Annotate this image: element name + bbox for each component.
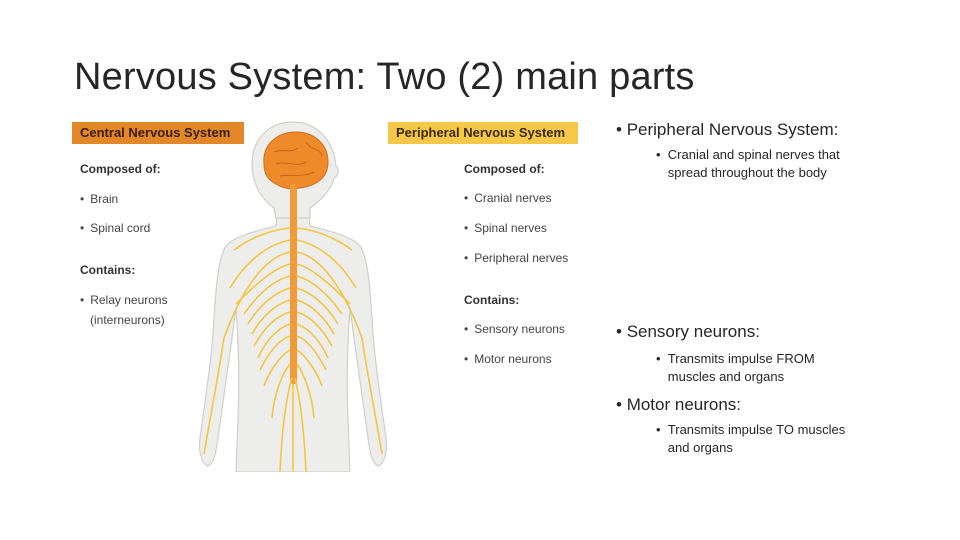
- cns-item-relay-neurons: •Relay neurons: [80, 293, 168, 307]
- pns-item-peripheral-nerves: •Peripheral nerves: [464, 251, 569, 265]
- spinal-cord: [290, 184, 297, 384]
- cns-item-spinal-cord: •Spinal cord: [80, 221, 151, 235]
- cns-header: Central Nervous System: [72, 122, 244, 144]
- pns-item-cranial-nerves: •Cranial nerves: [464, 191, 552, 205]
- bullet-sensory-neurons: • Sensory neurons:: [616, 322, 760, 341]
- pns-contains-label: Contains:: [464, 293, 520, 307]
- spinal-nerves: [203, 227, 383, 472]
- brain: [263, 131, 329, 190]
- cns-composed-label: Composed of:: [80, 162, 161, 176]
- pns-item-spinal-nerves: •Spinal nerves: [464, 221, 547, 235]
- pns-item-motor-neurons: •Motor neurons: [464, 352, 552, 366]
- nervous-system-figure: Central Nervous System Composed of: •Bra…: [72, 118, 584, 472]
- pns-item-sensory-neurons: •Sensory neurons: [464, 322, 565, 336]
- human-body-illustration: [198, 121, 388, 472]
- cns-item-interneurons: (interneurons): [90, 313, 165, 327]
- cns-item-brain: •Brain: [80, 192, 119, 206]
- bullet-peripheral-nervous-system: • Peripheral Nervous System:: [616, 120, 839, 139]
- cns-contains-label: Contains:: [80, 263, 136, 277]
- slide-title: Nervous System: Two (2) main parts: [74, 56, 695, 98]
- pns-composed-label: Composed of:: [464, 162, 545, 176]
- bullet-motor-neurons: • Motor neurons:: [616, 395, 742, 414]
- pns-header: Peripheral Nervous System: [388, 122, 578, 144]
